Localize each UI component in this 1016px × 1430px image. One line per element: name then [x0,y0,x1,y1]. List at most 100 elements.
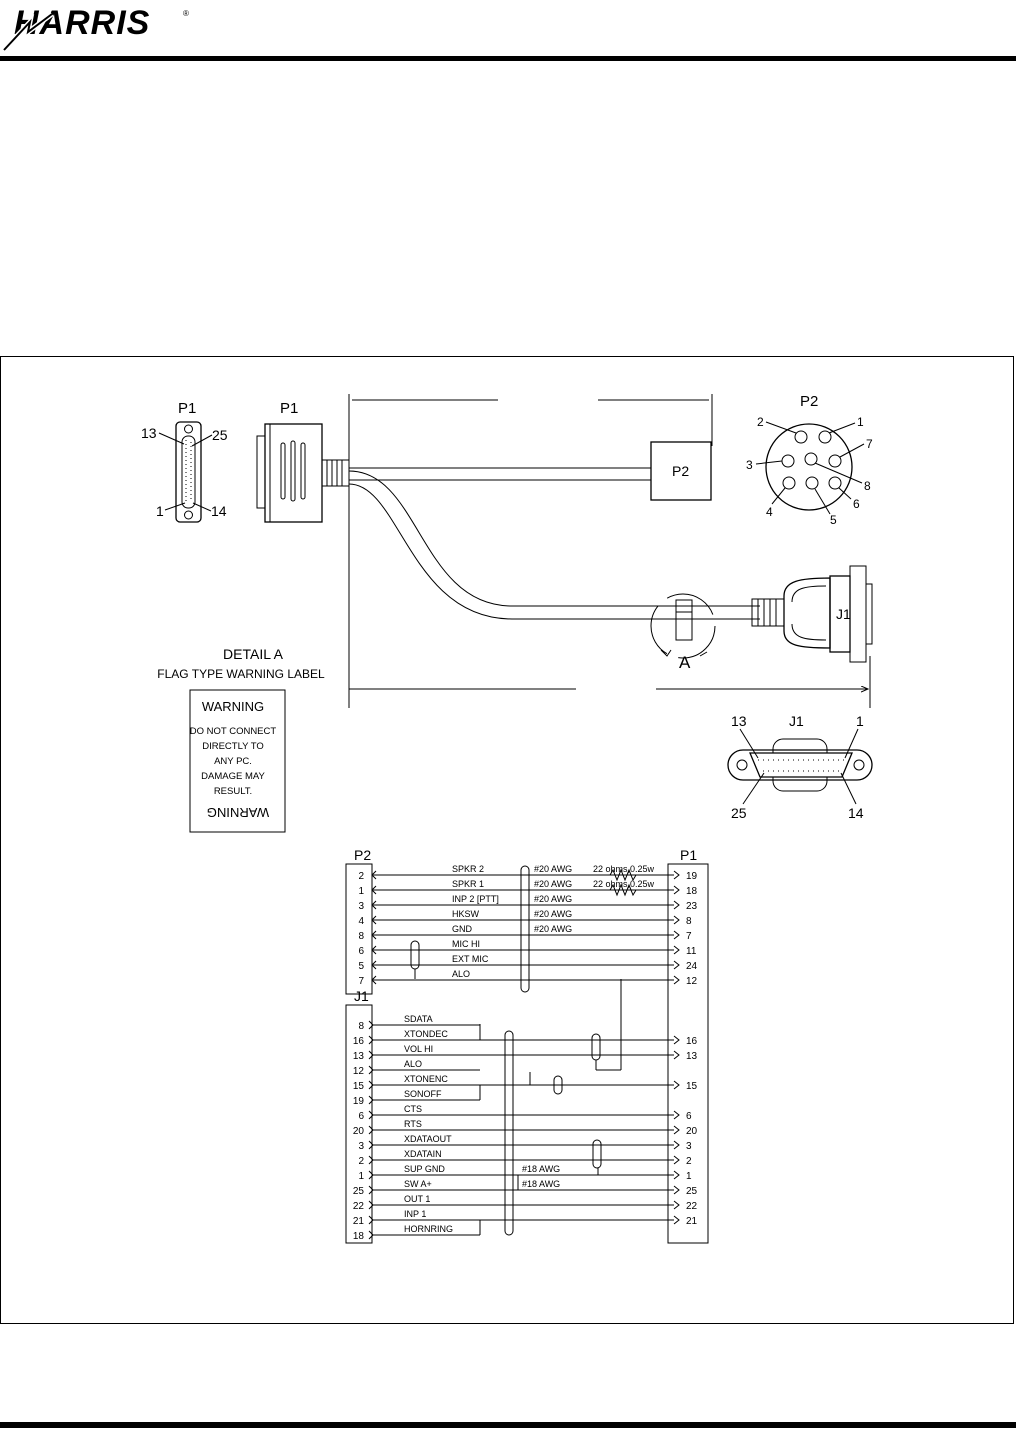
right-pin-number: 15 [686,1081,698,1092]
signal-row: 20 RTS 20 [353,1119,698,1137]
pin-arrow [673,1185,680,1195]
right-pin-number: 2 [686,1156,692,1167]
signal-name: XTONENC [404,1074,448,1084]
signal-name: SPKR 1 [452,879,484,889]
signal-name: GND [452,924,473,934]
p2-pin-7: 7 [866,437,873,451]
pin-arrow [371,945,377,955]
left-pin-number: 2 [358,871,364,882]
cable-j1-label: J1 [836,606,851,622]
pin-arrow [371,960,377,970]
p2-pin-4: 4 [766,505,773,519]
detail-a: DETAIL A FLAG TYPE WARNING LABEL WARNING… [157,646,325,833]
j1-pin-25: 25 [731,805,747,821]
drawing-frame [0,356,1014,1324]
signal-name: ALO [452,969,470,979]
signal-row: 15 XTONENC 15 [353,1074,698,1092]
right-pin-number: 19 [686,871,698,882]
pin-arrow [673,1125,680,1135]
right-pin-number: 21 [686,1216,698,1227]
right-pin-number: 23 [686,901,698,912]
left-pin-number: 4 [358,916,364,927]
harris-logo: HARRIS ® [2,4,189,52]
right-pin-number: 16 [686,1036,698,1047]
resistor-value: 22 ohms,0.25w [593,864,655,874]
right-pin-number: 3 [686,1141,692,1152]
left-pin-number: 12 [353,1066,365,1077]
pin-arrow [371,975,377,985]
signal-name: VOL HI [404,1044,433,1054]
left-pin-number: 5 [358,961,364,972]
signal-name: INP 2 [PTT] [452,894,499,904]
pin-arrow [673,1215,680,1225]
right-pin-number: 18 [686,886,698,897]
j1-pin-13: 13 [731,713,747,729]
header-rule [0,56,1016,61]
signal-name: SW A+ [404,1179,432,1189]
schematic-p1-header: P1 [680,847,697,863]
pin-arrow [371,870,377,880]
pin-arrow [371,885,377,895]
signal-name: SPKR 2 [452,864,484,874]
left-pin-number: 2 [358,1156,364,1167]
schematic-j1-header: J1 [354,988,369,1004]
schematic-p2-header: P2 [354,847,371,863]
pin-arrow [673,1155,680,1165]
pin-arrow [673,1140,680,1150]
left-pin-number: 20 [353,1126,365,1137]
pin-arrow [673,900,680,910]
warning-line-4: DAMAGE MAY [201,771,265,782]
signal-name: XDATAOUT [404,1134,452,1144]
pin-arrow [673,1050,680,1060]
signal-name: MIC HI [452,939,480,949]
left-pin-number: 7 [358,976,364,987]
p1-pin-14: 14 [211,503,227,519]
p1-side-title: P1 [280,400,298,417]
j1-pin-14: 14 [848,805,864,821]
left-pin-number: 18 [353,1231,365,1242]
warning-line-5: RESULT. [214,786,252,797]
pin-arrow [371,930,377,940]
right-pin-number: 11 [686,946,697,957]
cable-p2-label: P2 [672,463,689,479]
warning-line-1: DO NOT CONNECT [190,726,277,737]
p1-face-view: P1 13 25 1 14 [141,400,228,523]
right-pin-number: 20 [686,1126,698,1137]
harris-logo-text: HARRIS [14,4,150,42]
wire-gauge: #20 AWG [534,879,572,889]
signal-name: RTS [404,1119,422,1129]
pin-arrow [673,975,680,985]
left-pin-number: 19 [353,1096,365,1107]
pin-arrow [673,960,680,970]
pin-arrow [371,915,377,925]
j1-face-view: J1 13 1 25 14 [727,713,873,821]
svg-text:®: ® [183,9,189,18]
signal-name: OUT 1 [404,1194,430,1204]
p1-face-title: P1 [178,400,196,417]
left-pin-number: 1 [358,1171,364,1182]
p2-pin-6: 6 [853,497,860,511]
signal-name: HKSW [452,909,480,919]
left-pin-number: 8 [358,931,364,942]
pin-arrow [371,900,377,910]
j1-pin-block [345,1004,373,1244]
p2-pin-block [345,863,373,995]
detail-subtitle: FLAG TYPE WARNING LABEL [157,667,325,681]
warning-label-heading: WARNING [202,699,264,714]
left-pin-number: 15 [353,1081,365,1092]
p2-pin-5: 5 [830,513,837,527]
p2-face-view: P2 1 2 3 4 5 6 7 8 [746,393,873,527]
